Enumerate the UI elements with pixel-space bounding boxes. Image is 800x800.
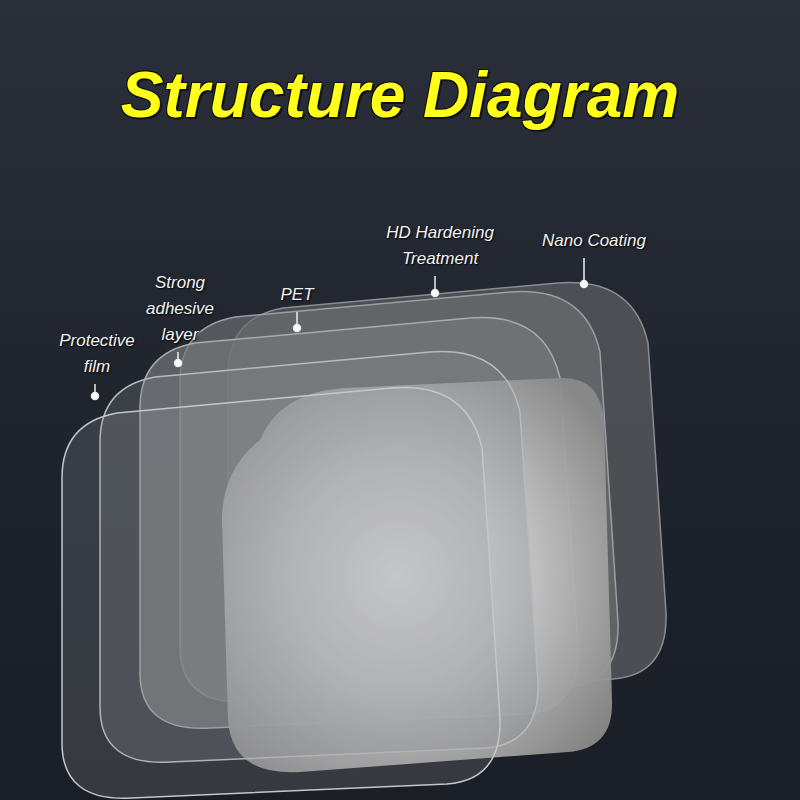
protective-film-layer	[62, 388, 500, 799]
layer-label: Protective film	[47, 328, 147, 380]
layer-label: PET	[257, 282, 337, 308]
leader-lines	[92, 258, 588, 400]
layer-label: Strong adhesive layer	[135, 270, 225, 348]
diagram-title: Structure Diagram	[121, 58, 679, 132]
layer-label: Nano Coating	[514, 228, 674, 254]
layer-label: HD Hardening Treatment	[380, 220, 500, 272]
